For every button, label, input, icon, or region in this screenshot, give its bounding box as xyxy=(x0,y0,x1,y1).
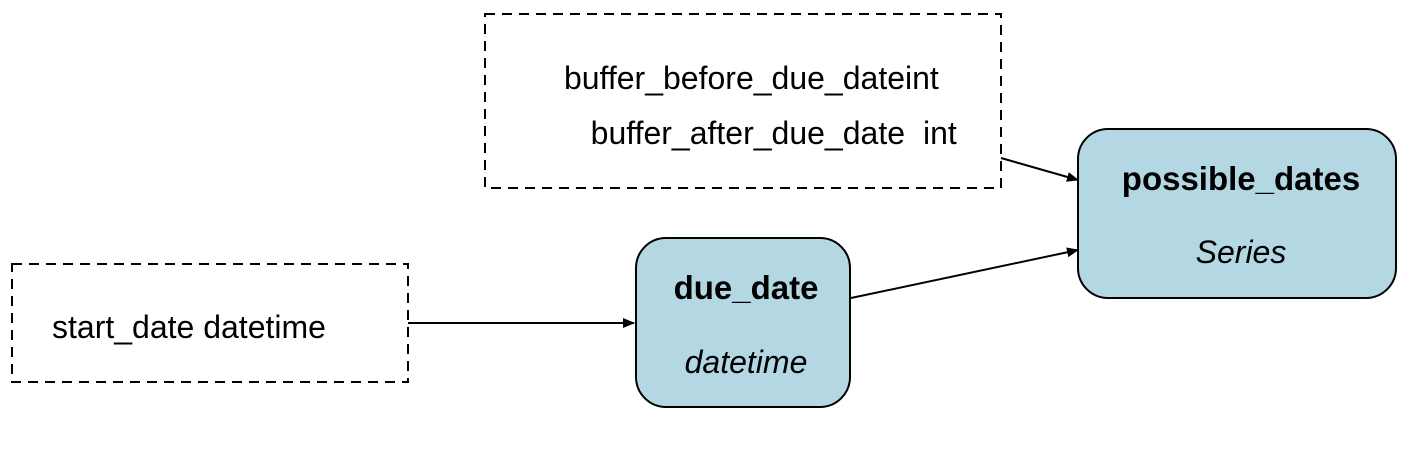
start-date-type: datetime xyxy=(203,309,326,345)
buffer-after-due-date-type: int xyxy=(923,115,957,151)
buffer-before-due-date-name: buffer_before_due_date xyxy=(564,60,905,96)
due-date-node: due_date datetime xyxy=(635,237,851,408)
start-date-name: start_date xyxy=(52,309,194,345)
buffer-inputs-box: buffer_before_due_date int buffer_after_… xyxy=(484,13,1002,189)
possible-dates-node-type: Series xyxy=(1196,234,1287,270)
start-date-label: start_date datetime xyxy=(52,309,326,345)
possible-dates-node-box xyxy=(1077,128,1397,299)
start-date-input-box: start_date datetime xyxy=(11,263,409,383)
possible-dates-node: possible_dates Series xyxy=(1077,128,1397,299)
buffer-before-due-date-type: int xyxy=(905,60,939,96)
edge-buffers-to-possible-dates xyxy=(1000,157,1079,182)
buffer-after-due-date-name: buffer_after_due_date xyxy=(591,115,905,151)
due-date-node-box xyxy=(635,237,851,408)
edge-due-date-to-possible-dates xyxy=(850,247,1079,299)
due-date-node-name: due_date xyxy=(674,269,819,306)
possible-dates-node-name: possible_dates xyxy=(1122,160,1360,197)
due-date-node-type: datetime xyxy=(685,344,808,380)
